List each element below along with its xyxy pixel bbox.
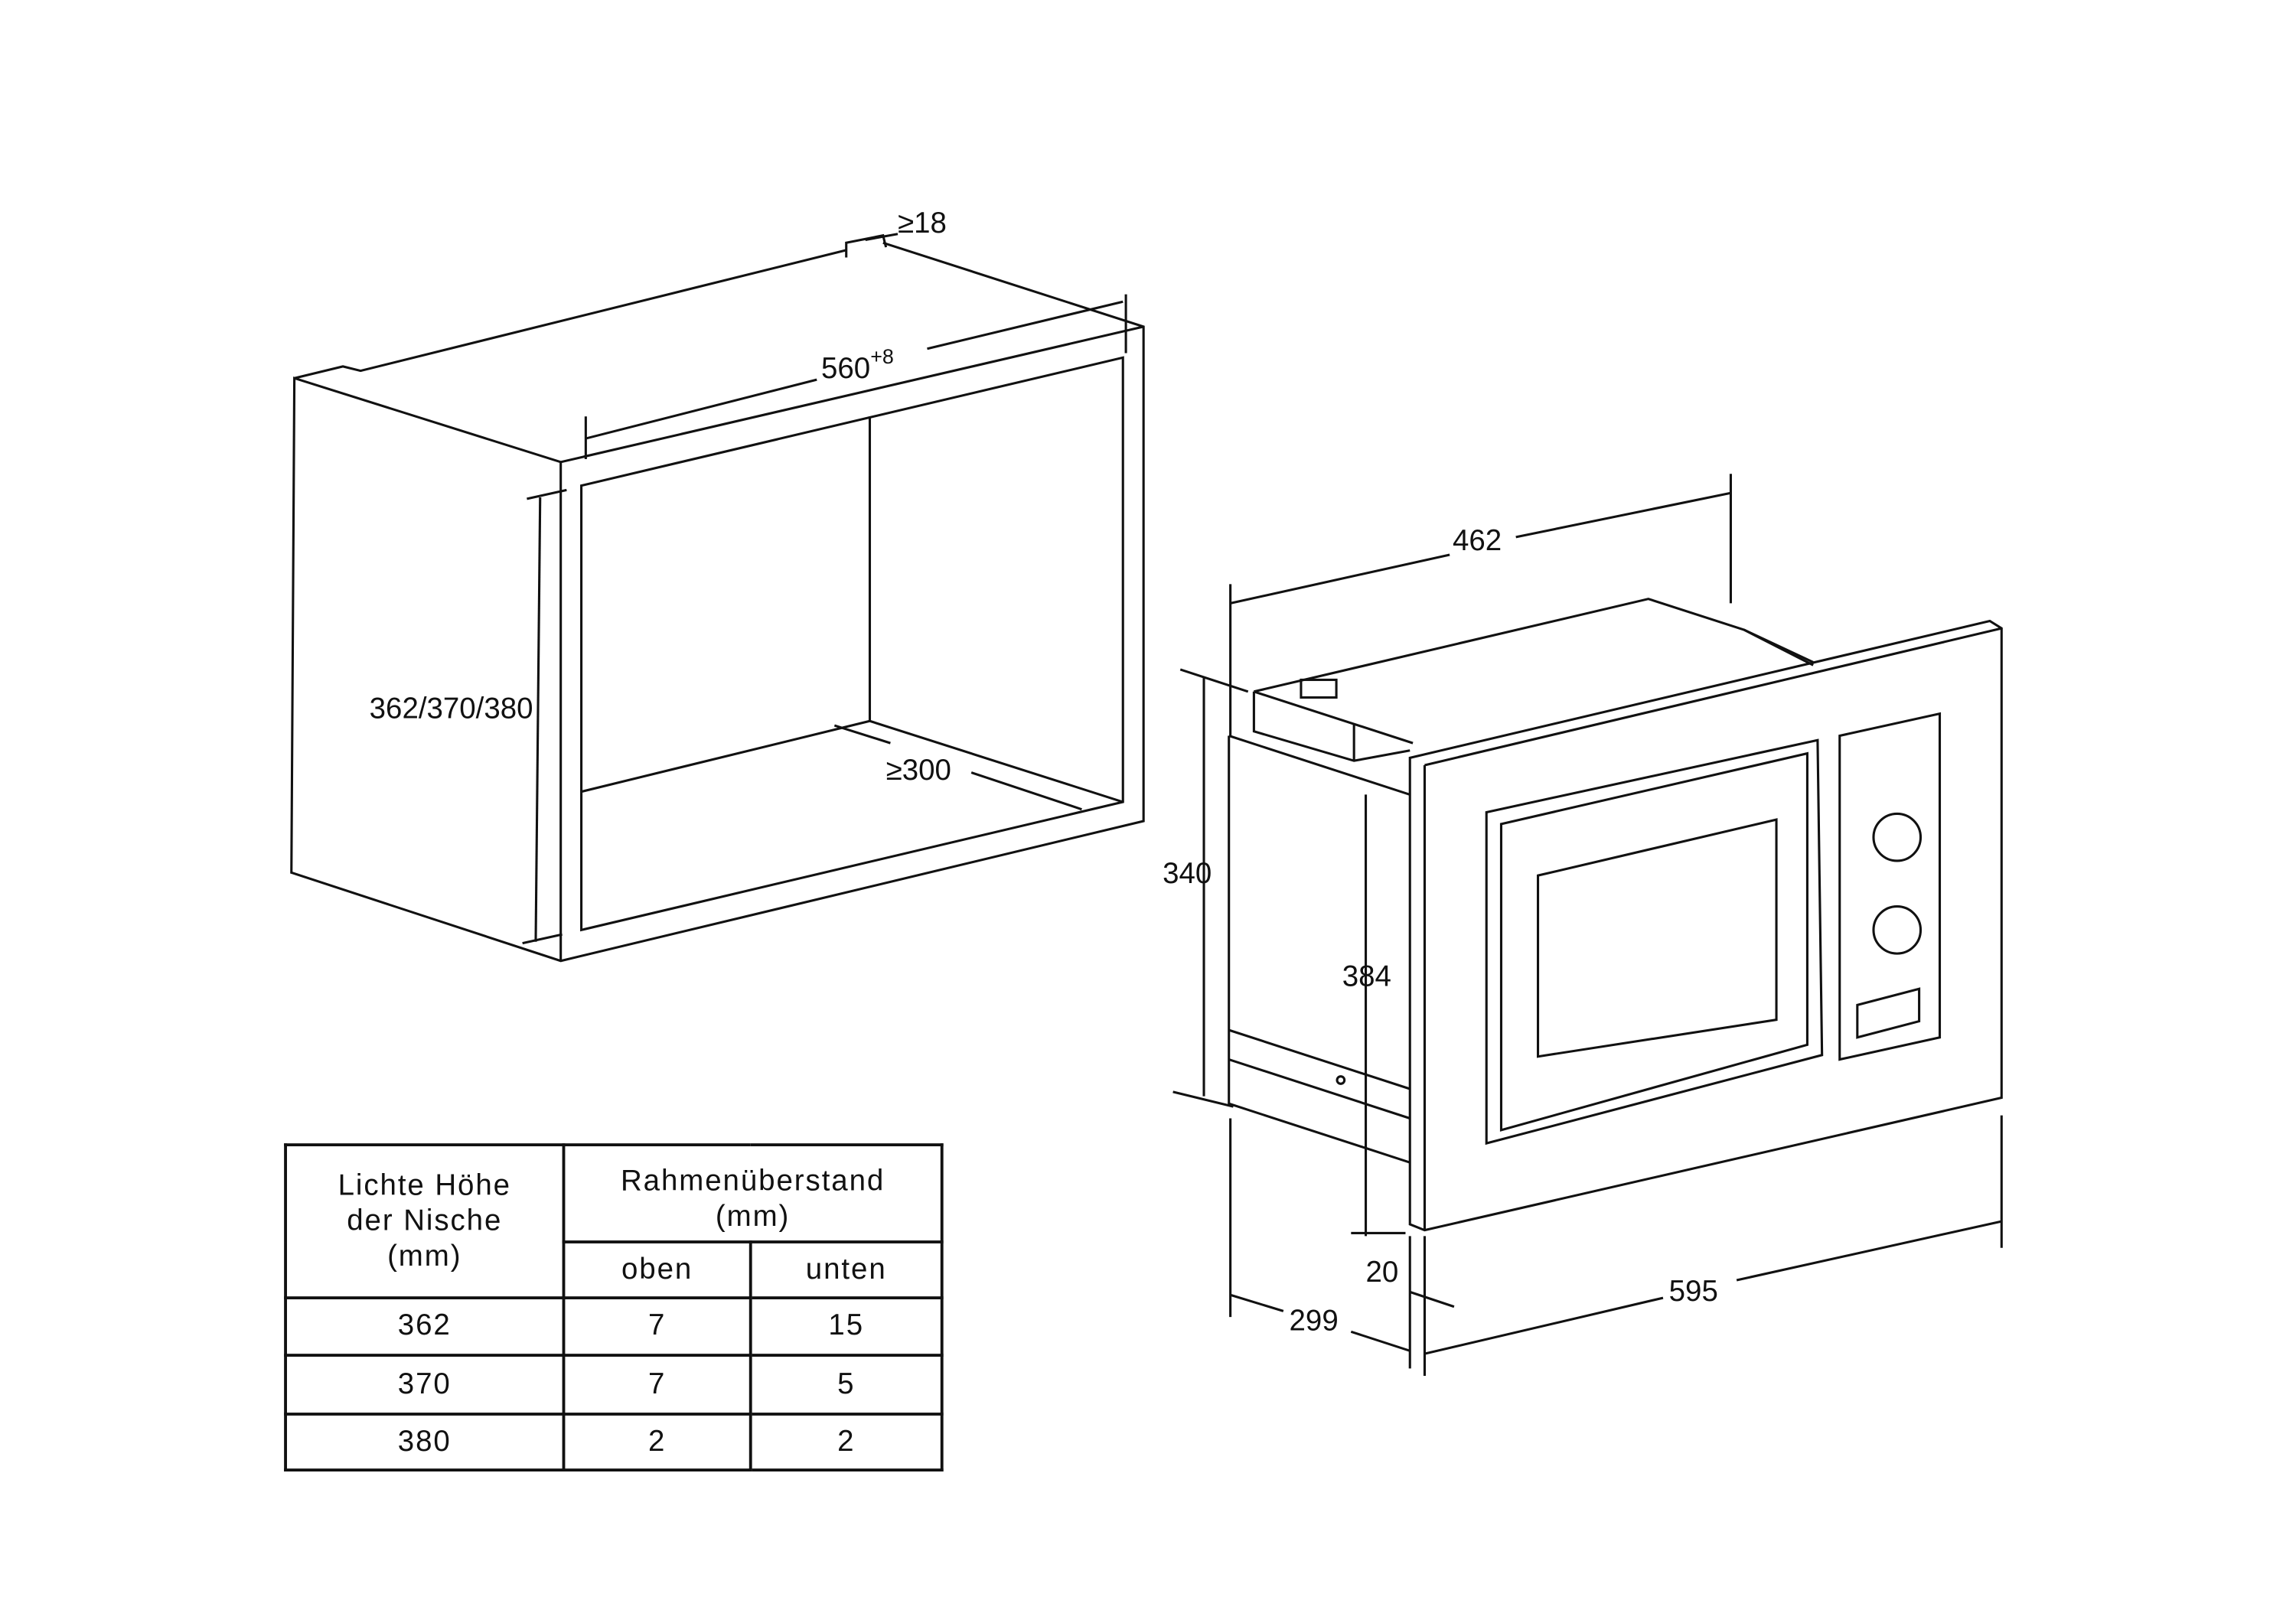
niche-width-label: 560+8: [821, 345, 894, 385]
header-frame-overhang: Rahmenüberstand (mm): [562, 1143, 944, 1243]
frame-height-label: 384: [1342, 960, 1391, 992]
niche-depth-label: ≥300: [886, 754, 951, 787]
header-line: Rahmenüberstand: [620, 1165, 885, 1198]
side-depth-label: 299: [1290, 1304, 1339, 1337]
cell-height: 380: [284, 1413, 566, 1472]
frame-overhang-table: Lichte Höhe der Nische (mm) Rahmenüberst…: [284, 1143, 944, 1472]
appliance-height-label: 340: [1163, 857, 1212, 890]
cell-unten: 5: [748, 1354, 944, 1416]
header-line: (mm): [715, 1201, 791, 1234]
cell-unten: 15: [748, 1296, 944, 1357]
cell-oben: 7: [562, 1296, 752, 1357]
cell-unten: 2: [748, 1413, 944, 1472]
cell-oben: 7: [562, 1354, 752, 1416]
niche-drawing: [290, 233, 1145, 963]
header-oben: oben: [562, 1240, 752, 1300]
table-row: 380 2 2: [284, 1413, 944, 1472]
table-row: 362 7 15: [284, 1296, 944, 1357]
microwave-drawing: [1172, 474, 2003, 1377]
niche-wall-label: ≥18: [898, 207, 947, 240]
cell-height: 370: [284, 1354, 566, 1416]
header-line: (mm): [387, 1240, 462, 1273]
header-line: der Nische: [347, 1204, 503, 1238]
header-niche-height: Lichte Höhe der Nische (mm): [284, 1143, 566, 1300]
header-line: Lichte Höhe: [338, 1169, 512, 1203]
niche-height-label: 362/370/380: [370, 692, 533, 725]
header-unten: unten: [748, 1240, 944, 1300]
cell-oben: 2: [562, 1413, 752, 1472]
table-row: 370 7 5: [284, 1354, 944, 1416]
frame-depth-label: 20: [1366, 1256, 1399, 1289]
frame-width-label: 595: [1669, 1275, 1718, 1308]
appliance-depth-label: 462: [1453, 524, 1502, 557]
cell-height: 362: [284, 1296, 566, 1357]
